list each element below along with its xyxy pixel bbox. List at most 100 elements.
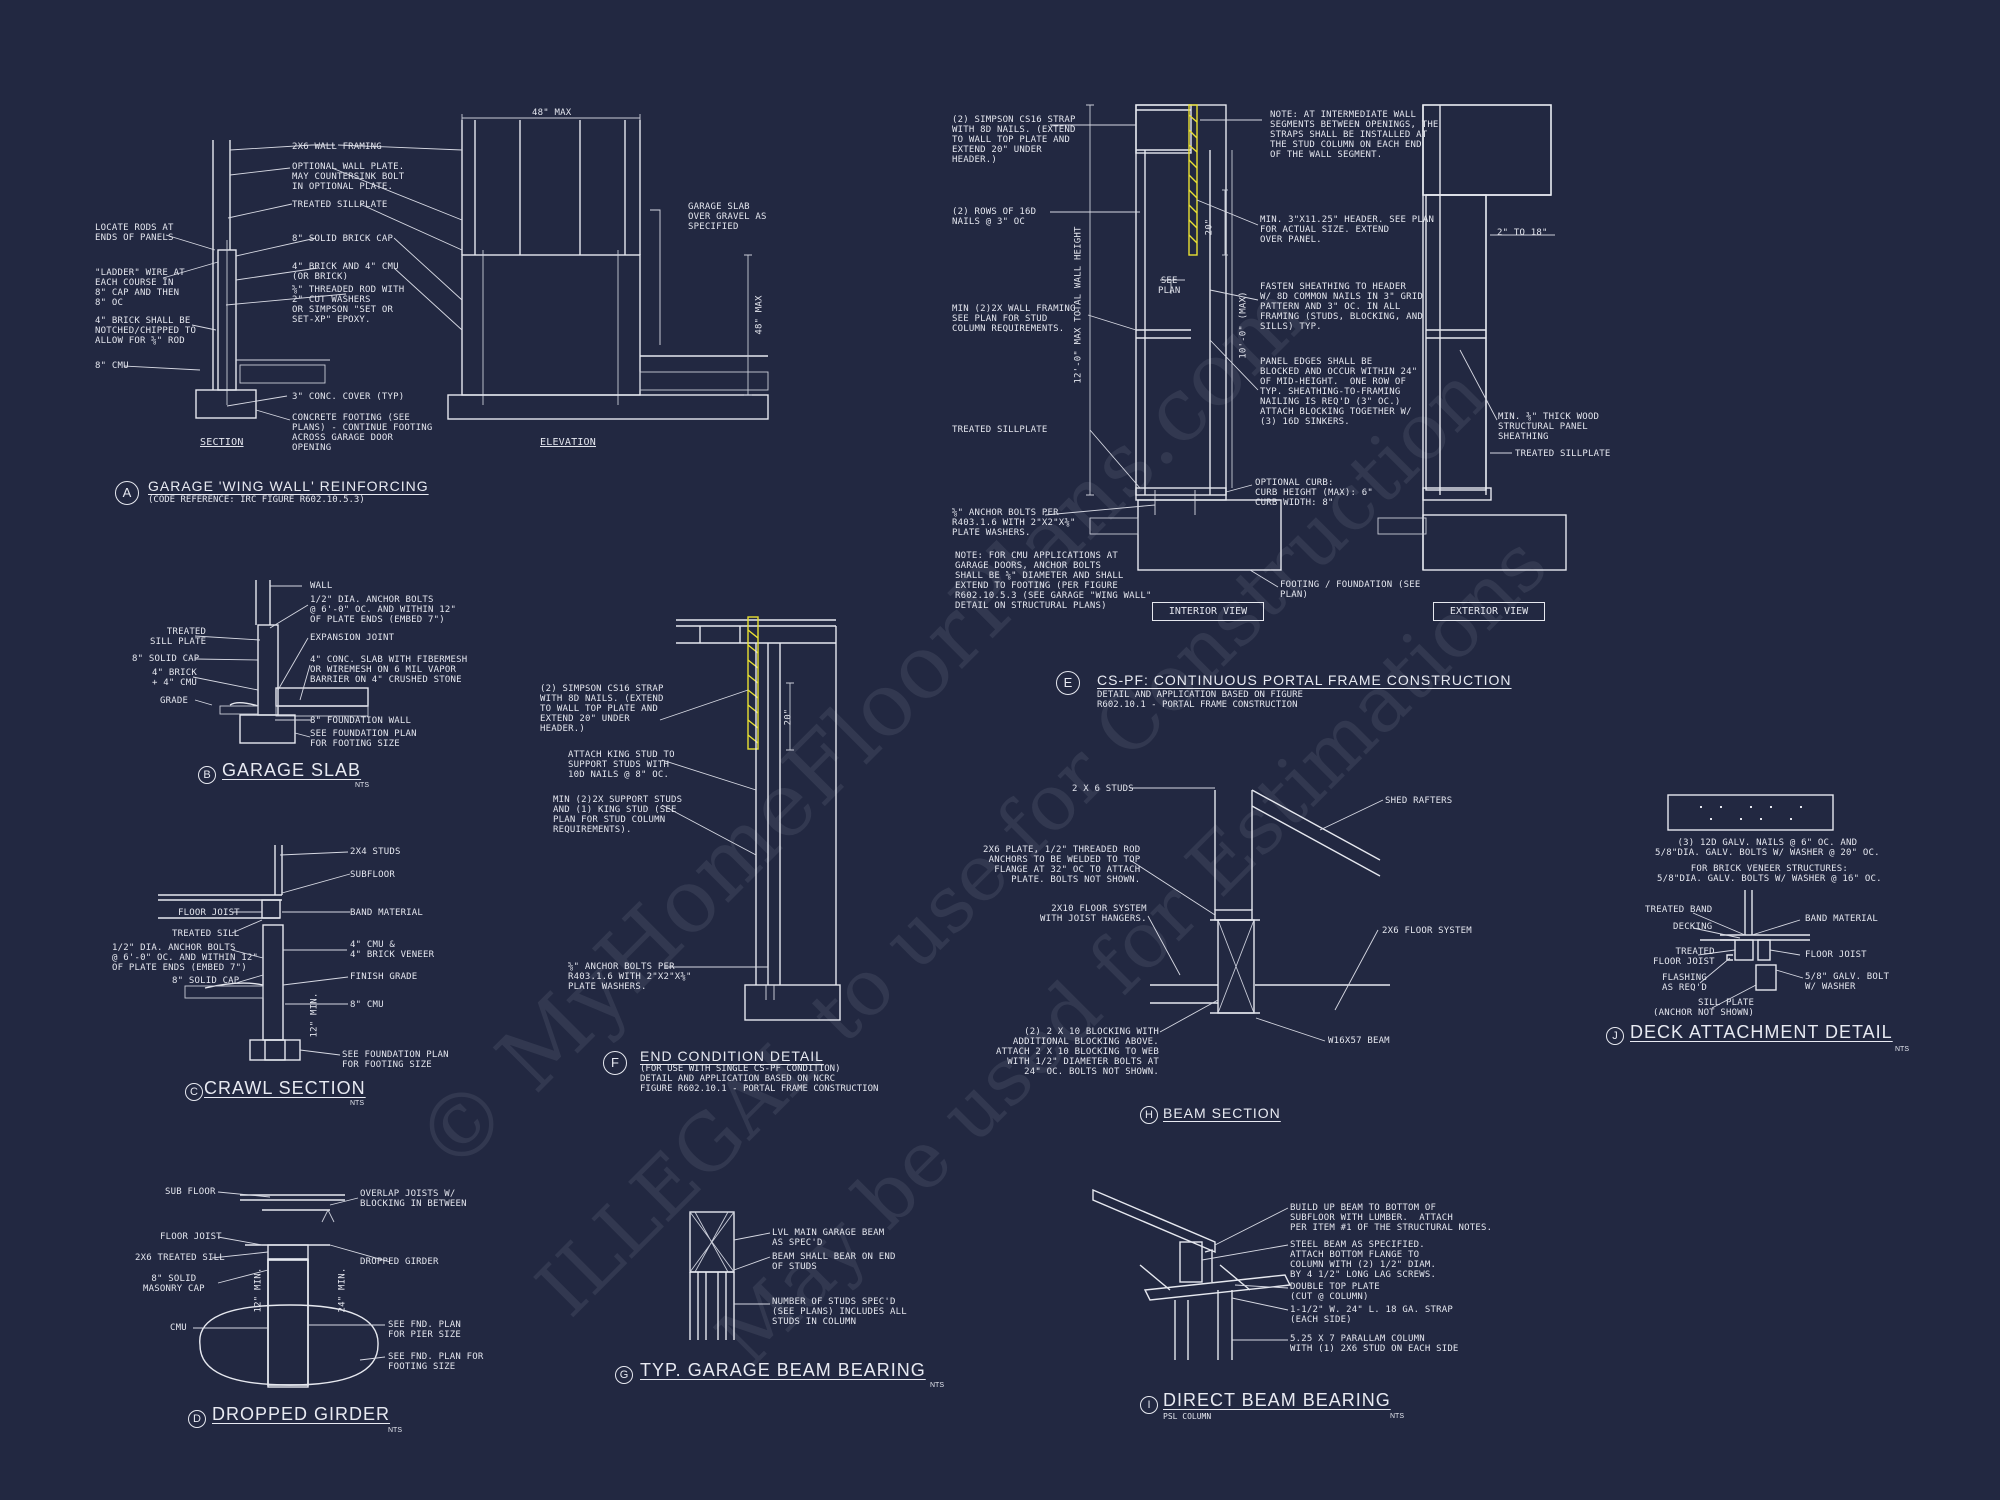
e-note-cmu: NOTE: FOR CMU APPLICATIONS AT GARAGE DOO… bbox=[955, 551, 1152, 611]
g-note-bear: BEAM SHALL BEAR ON END OF STUDS bbox=[772, 1252, 896, 1272]
d-detail-marker: D bbox=[188, 1410, 206, 1428]
e-note-anchor: ⅝" ANCHOR BOLTS PER R403.1.6 WITH 2"x2"x… bbox=[952, 508, 1076, 538]
c-note-anchor: 1/2" DIA. ANCHOR BOLTS @ 6'-0" OC. AND W… bbox=[112, 943, 259, 973]
j-detail-marker: J bbox=[1606, 1027, 1624, 1045]
a-note-threaded-rod: ⅝" THREADED ROD WITH 2" CUT WASHERS OR S… bbox=[292, 285, 405, 325]
b-note-foundation-wall: 8" FOUNDATION WALL bbox=[310, 716, 412, 726]
detail-d-drawing bbox=[199, 1194, 379, 1388]
h-note-floor-right: 2x6 FLOOR SYSTEM bbox=[1382, 926, 1472, 936]
a-note-conc-cover: 3" CONC. COVER (TYP) bbox=[292, 392, 405, 402]
j-note-brick-veneer: FOR BRICK VENEER STRUCTURES: 5/8"dia. GA… bbox=[1657, 864, 1882, 884]
h-note-studs: 2 X 6 STUDS bbox=[1072, 784, 1134, 794]
h-note-blocking: (2) 2 X 10 BLOCKING WITH ADDITIONAL BLOC… bbox=[996, 1027, 1159, 1077]
b-detail-marker: B bbox=[198, 766, 216, 784]
j-note-treated-joist: TREATED FLOOR JOIST bbox=[1653, 947, 1715, 967]
h-detail-marker: H bbox=[1140, 1106, 1158, 1124]
d-nts: NTS bbox=[388, 1427, 402, 1434]
i-nts: NTS bbox=[1390, 1413, 1404, 1420]
f-note-anchor: ⅝" ANCHOR BOLTS PER R403.1.6 WITH 2"x2"x… bbox=[568, 962, 692, 992]
i-note-double-plate: DOUBLE TOP PLATE (CUT @ COLUMN) bbox=[1290, 1282, 1380, 1302]
b-note-wall: WALL bbox=[310, 581, 333, 591]
a-dim-width: 48" MAX bbox=[532, 108, 572, 118]
i-note-parallam: 5.25 X 7 PARALLAM COLUMN WITH (1) 2x6 ST… bbox=[1290, 1334, 1459, 1354]
i-note-steel-beam: STEEL BEAM AS SPECIFIED. ATTACH BOTTOM F… bbox=[1290, 1240, 1437, 1280]
f-note-support-studs: MIN (2)2X SUPPORT STUDS AND (1) KING STU… bbox=[553, 795, 683, 835]
i-note-build-up: BUILD UP BEAM TO BOTTOM OF SUBFLOOR WITH… bbox=[1290, 1203, 1493, 1233]
detail-e-exterior-drawing bbox=[1377, 104, 1567, 571]
i-detail-marker: I bbox=[1140, 1396, 1158, 1414]
d-note-pier-size: SEE FND. PLAN FOR PIER SIZE bbox=[388, 1320, 462, 1340]
c-nts: NTS bbox=[350, 1100, 364, 1107]
e-note-rows-nails: (2) ROWS OF 16d NAILS @ 3" OC bbox=[952, 207, 1037, 227]
h-note-floor-left: 2x10 FLOOR SYSTEM WITH JOIST HANGERS. bbox=[1040, 904, 1147, 924]
a-note-optional-plate: OPTIONAL WALL PLATE. MAY COUNTERSINK BOL… bbox=[292, 162, 405, 192]
f-detail-subtitle: (FOR USE WITH SINGLE CS-PF CONDITION) DE… bbox=[640, 1064, 879, 1094]
j-detail-title: DECK ATTACHMENT DETAIL bbox=[1630, 1022, 1893, 1042]
f-dim-20: 20" bbox=[783, 708, 794, 726]
b-detail-title: GARAGE SLAB bbox=[222, 760, 362, 780]
i-detail-title: DIRECT BEAM BEARING bbox=[1163, 1390, 1391, 1410]
leader-lines bbox=[123, 119, 1804, 1361]
c-detail-marker: C bbox=[185, 1083, 203, 1101]
j-note-floor-joist: FLOOR JOIST bbox=[1805, 950, 1867, 960]
b-note-foundation-plan: SEE FOUNDATION PLAN FOR FOOTING SIZE bbox=[310, 729, 417, 749]
e-note-sheathing: MIN. ⅜" THICK WOOD STRUCTURAL PANEL SHEA… bbox=[1498, 412, 1600, 442]
c-detail-title: CRAWL SECTION bbox=[204, 1078, 366, 1098]
i-detail-subtitle: PSL COLUMN bbox=[1163, 1412, 1212, 1421]
detail-h-drawing bbox=[1150, 789, 1390, 1014]
c-note-band: BAND MATERIAL bbox=[350, 908, 424, 918]
e-detail-title: CS-PF: CONTINUOUS PORTAL FRAME CONSTRUCT… bbox=[1097, 672, 1512, 688]
a-note-treated-sillplate: TREATED SILLPLATE bbox=[292, 200, 388, 210]
a-note-brick-cmu: 4" BRICK AND 4" CMU (OR BRICK) bbox=[292, 262, 399, 282]
e-note-footing: FOOTING / FOUNDATION (SEE PLAN) bbox=[1280, 580, 1421, 600]
a-note-brick-notched: 4" BRICK SHALL BE NOTCHED/CHIPPED TO ALL… bbox=[95, 316, 197, 346]
d-note-masonry-cap: 8" SOLID MASONRY CAP bbox=[143, 1274, 205, 1294]
d-note-footing-size: SEE FND. PLAN FOR FOOTING SIZE bbox=[388, 1352, 484, 1372]
e-dim-total: 12'-0" MAX TOTAL WALL HEIGHT bbox=[1073, 226, 1084, 384]
e-note-header: MIN. 3"x11.25" HEADER. SEE PLAN FOR ACTU… bbox=[1260, 215, 1435, 245]
b-note-expansion: EXPANSION JOINT bbox=[310, 633, 395, 643]
e-note-strap: (2) SIMPSON CS16 STRAP WITH 8d NAILS. (E… bbox=[952, 115, 1076, 165]
d-detail-title: DROPPED GIRDER bbox=[212, 1404, 391, 1424]
c-note-min: 12" MIN. bbox=[309, 992, 320, 1038]
b-note-solid-cap: 8" SOLID CAP bbox=[132, 654, 200, 664]
a-section-label: SECTION bbox=[200, 437, 244, 448]
j-nts: NTS bbox=[1895, 1046, 1909, 1053]
detail-c-drawing bbox=[158, 845, 301, 1061]
d-note-overlap: OVERLAP JOISTS W/ BLOCKING IN BETWEEN bbox=[360, 1189, 467, 1209]
e-note-min-framing: MIN (2)2X WALL FRAMING. SEE PLAN FOR STU… bbox=[952, 304, 1082, 334]
c-note-solid-cap: 8" SOLID CAP bbox=[172, 976, 240, 986]
c-note-cmu8: 8" CMU bbox=[350, 1000, 384, 1010]
c-note-studs: 2x4 STUDS bbox=[350, 847, 401, 857]
e-note-fasten: FASTEN SHEATHING TO HEADER W/ 8d COMMON … bbox=[1260, 282, 1423, 332]
h-note-plate: 2x6 PLATE, 1/2" THREADED ROD ANCHORS TO … bbox=[983, 845, 1141, 885]
a-dim-height: 48" MAX bbox=[754, 295, 765, 335]
a-note-footing: CONCRETE FOOTING (SEE PLANS) - CONTINUE … bbox=[292, 413, 433, 453]
detail-b-drawing bbox=[219, 580, 369, 744]
g-note-lvl: LVL MAIN GARAGE BEAM AS SPEC'D bbox=[772, 1228, 885, 1248]
h-note-beam: W16X57 BEAM bbox=[1328, 1036, 1390, 1046]
d-note-treated-sill: 2x6 TREATED SILL bbox=[135, 1253, 225, 1263]
b-note-grade: GRADE bbox=[160, 696, 189, 706]
f-detail-marker: F bbox=[603, 1051, 627, 1075]
f-detail-title: END CONDITION DETAIL bbox=[640, 1048, 824, 1064]
j-note-sill-plate: SILL PLATE (ANCHOR NOT SHOWN) bbox=[1653, 998, 1755, 1018]
a-detail-title: GARAGE 'WING WALL' REINFORCING bbox=[148, 478, 429, 494]
detail-a-section-drawing bbox=[195, 140, 330, 419]
c-note-foundation-plan: SEE FOUNDATION PLAN FOR FOOTING SIZE bbox=[342, 1050, 449, 1070]
d-note-cmu: CMU bbox=[170, 1323, 187, 1333]
j-note-flashing: FLASHING AS REQ'D bbox=[1662, 973, 1707, 993]
e-exterior-view-label: EXTERIOR VIEW bbox=[1433, 602, 1545, 621]
g-note-studs: NUMBER OF STUDS SPEC'D (SEE PLANS) INCLU… bbox=[772, 1297, 907, 1327]
e-detail-subtitle: DETAIL AND APPLICATION BASED ON FIGURE R… bbox=[1097, 690, 1303, 710]
e-note-intermediate: NOTE: AT INTERMEDIATE WALL SEGMENTS BETW… bbox=[1270, 110, 1439, 160]
detail-j-drawing bbox=[1667, 794, 1834, 991]
j-note-decking: DECKING bbox=[1673, 922, 1713, 932]
j-note-bolt: 5/8" GALV. BOLT W/ WASHER bbox=[1805, 972, 1890, 992]
d-note-sub-floor: SUB FLOOR bbox=[165, 1187, 216, 1197]
a-note-ladder-wire: "LADDER" WIRE AT EACH COURSE IN 8" CAP A… bbox=[95, 268, 185, 308]
a-note-garage-slab: GARAGE SLAB OVER GRAVEL AS SPECIFIED bbox=[688, 202, 767, 232]
detail-e-interior-drawing bbox=[1086, 104, 1282, 571]
